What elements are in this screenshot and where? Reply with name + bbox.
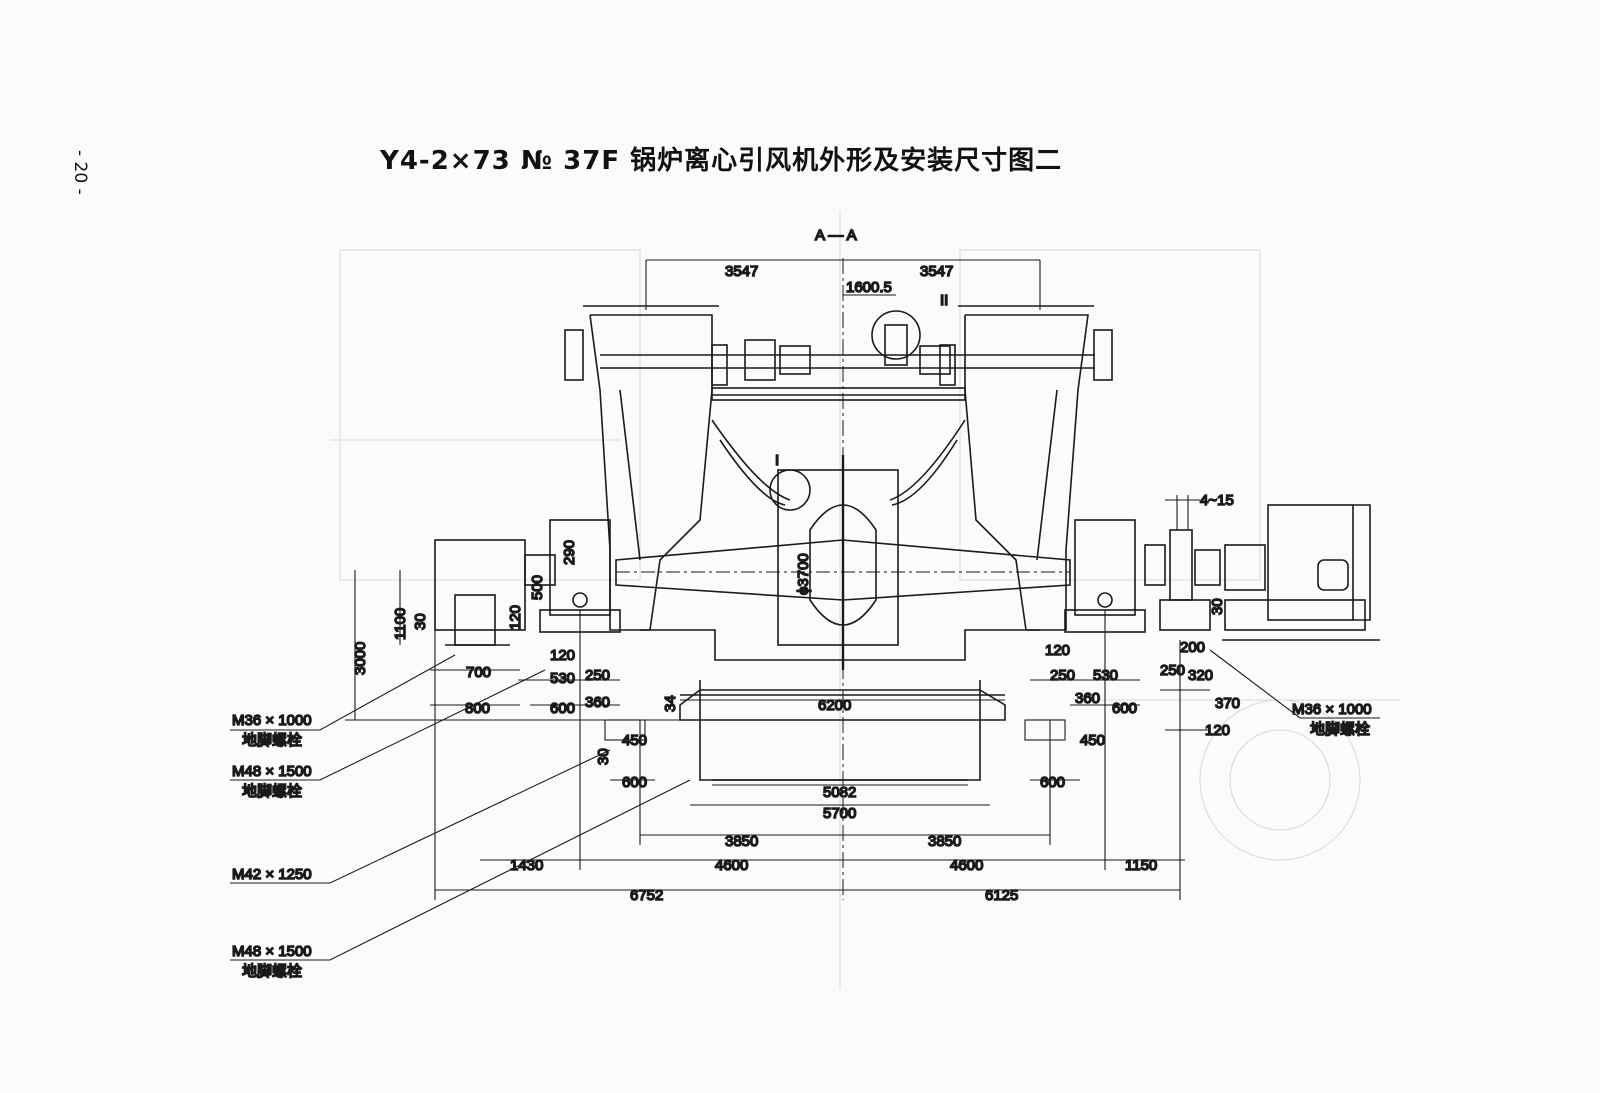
detail-1-circle	[769, 469, 811, 511]
dim-4600-left: 4600	[715, 857, 748, 874]
dim-30-right: 30	[1209, 598, 1226, 615]
dim-600-left: 600	[550, 700, 575, 717]
dim-6752: 6752	[630, 887, 663, 904]
callout-leaders	[230, 649, 1380, 961]
drawing-title: Y4-2×73 № 37F 锅炉离心引风机外形及安装尺寸图二	[380, 146, 1063, 176]
dim-3850-right: 3850	[928, 833, 961, 850]
dim-1430: 1430	[510, 857, 543, 874]
dim-5700: 5700	[823, 805, 856, 822]
dim-530-left: 530	[550, 670, 575, 687]
dim-290: 290	[561, 540, 578, 565]
dim-34: 34	[662, 695, 679, 712]
dim-200: 200	[1180, 639, 1205, 656]
callout-desc-5: 地脚螺栓	[1310, 720, 1370, 738]
dim-5082: 5082	[823, 784, 856, 801]
dim-250-motor: 250	[1160, 662, 1185, 679]
dim-800: 800	[465, 700, 490, 717]
dim-530-right: 530	[1093, 667, 1118, 684]
dim-600-bottom-right: 600	[1040, 774, 1065, 791]
callout-desc-1: 地脚螺栓	[242, 731, 302, 749]
dim-120-motor: 120	[1205, 722, 1230, 739]
dim-500: 500	[529, 575, 546, 600]
dim-120-vertical: 120	[507, 605, 524, 630]
callout-bolt-4: M48 × 1500	[232, 943, 312, 960]
dim-370: 370	[1215, 695, 1240, 712]
callout-bolt-2: M48 × 1500	[232, 763, 312, 780]
dim-3547-left: 3547	[725, 263, 758, 280]
dim-600-bottom-left: 600	[622, 774, 647, 791]
callout-desc-2: 地脚螺栓	[242, 782, 302, 800]
dim-1100: 1100	[392, 608, 409, 640]
left-bearing-assembly	[434, 519, 621, 646]
dim-360-left: 360	[585, 694, 610, 711]
dim-4600-right: 4600	[950, 857, 983, 874]
dim-6125: 6125	[985, 887, 1018, 904]
callout-bolt-1: M36 × 1000	[232, 712, 312, 729]
dim-360-right: 360	[1075, 690, 1100, 707]
dim-700: 700	[466, 664, 491, 681]
dim-450-right: 450	[1080, 732, 1105, 749]
dimension-lines	[345, 259, 1210, 900]
section-label: A — A	[815, 227, 857, 244]
dim-250-left: 250	[585, 667, 610, 684]
dim-3850-left: 3850	[725, 833, 758, 850]
dim-120-right: 120	[1045, 642, 1070, 659]
dim-4-15: 4~15	[1200, 492, 1234, 509]
callout-desc-4: 地脚螺栓	[242, 962, 302, 980]
dim-450-left: 450	[622, 732, 647, 749]
callout-bolt-5: M36 × 1000	[1292, 701, 1372, 718]
dim-120-left: 120	[550, 647, 575, 664]
dim-250-right: 250	[1050, 667, 1075, 684]
detail-2-label: II	[940, 292, 948, 309]
dim-600-right: 600	[1112, 700, 1137, 717]
dim-30-bottom: 30	[595, 748, 612, 765]
dim-30-left: 30	[412, 613, 429, 630]
fan-housing	[564, 305, 1113, 781]
dim-3000: 3000	[352, 642, 369, 675]
right-bearing-and-motor	[1064, 504, 1380, 641]
dim-320: 320	[1188, 667, 1213, 684]
dim-1600-5: 1600.5	[846, 279, 892, 296]
dim-6200: 6200	[818, 697, 851, 714]
detail-2-circle	[871, 310, 921, 360]
detail-1-label: I	[775, 452, 779, 469]
callout-bolt-3: M42 × 1250	[232, 866, 312, 883]
dim-1150: 1150	[1125, 857, 1157, 874]
dim-impeller-diameter: ϕ3700	[795, 553, 812, 595]
dim-3547-right: 3547	[920, 263, 953, 280]
